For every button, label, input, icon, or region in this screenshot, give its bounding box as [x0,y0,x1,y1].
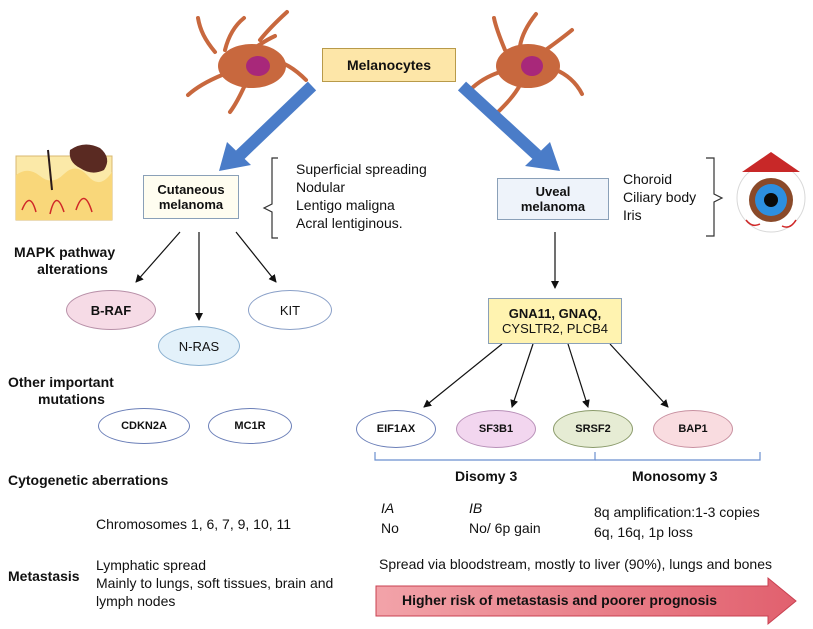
cdkn2a-gene-ellipse: CDKN2A [98,408,190,444]
arrow-to-eif1ax [423,343,503,408]
bap1-gene-ellipse: BAP1 [653,410,733,448]
cytogenetic-row-label: Cytogenetic aberrations [8,472,169,488]
eif1ax-gene-ellipse: EIF1AX [356,410,436,448]
uveal-label-line1: Uveal [535,184,571,199]
uveal-label-line2: melanoma [520,199,586,214]
cutaneous-cytogenetics: Chromosomes 1, 6, 7, 9, 10, 11 [96,516,292,532]
subtype-item: Superficial spreading [296,161,427,177]
uveal-metastasis: Spread via bloodstream, mostly to liver … [379,556,772,572]
mc1r-gene-ellipse: MC1R [208,408,292,444]
melanocyte-cell-icon-right [468,12,584,114]
uveal-sites-brace [706,157,724,237]
nras-gene-ellipse: N-RAS [158,326,240,366]
srsf2-gene-ellipse: SRSF2 [553,410,633,448]
uveal-sites-list: Choroid Ciliary body Iris [623,170,696,224]
mapk-row-label: MAPK pathway alterations [14,244,116,277]
metastasis-row-label: Metastasis [8,568,80,584]
cutaneous-subtypes-brace [262,157,278,239]
cutaneous-subtypes-list: Superficial spreading Nodular Lentigo ma… [296,160,427,232]
site-item: Choroid [623,171,673,187]
braf-gene-ellipse: B-RAF [66,290,156,330]
arrow-to-uveal [457,81,560,171]
gna-genes-box: GNA11, GNAQ, CYSLTR2, PLCB4 [488,298,622,344]
cutaneous-label-line2: melanoma [158,197,224,212]
site-item: Iris [623,207,642,223]
class-ia: IA No [381,500,399,536]
site-item: Ciliary body [623,189,697,205]
cutaneous-label-line1: Cutaneous [157,182,225,197]
melanocyte-cell-icon-left [186,10,308,114]
monosomy-3-label: Monosomy 3 [632,468,718,484]
subtype-item: Nodular [296,179,346,195]
subtype-item: Lentigo maligna [296,197,395,213]
monosomy-bracket [595,452,761,461]
arrow-to-kit [235,231,277,283]
arrow-to-cutaneous [219,81,317,171]
sf3b1-gene-ellipse: SF3B1 [456,410,536,448]
uveal-melanoma-box: Uveal melanoma [497,178,609,220]
disomy-3-label: Disomy 3 [455,468,518,484]
subtype-item: Acral lentiginous. [296,215,403,231]
arrow-to-sf3b1 [510,343,534,408]
class-ib: IB No/ 6p gain [469,500,541,536]
arrow-to-srsf2 [567,343,590,408]
cutaneous-melanoma-box: Cutaneous melanoma [143,175,239,219]
other-mutations-row-label: Other important mutations [8,374,114,407]
cutaneous-metastasis: Lymphatic spread Mainly to lungs, soft t… [96,557,334,609]
melanocytes-box: Melanocytes [322,48,456,82]
eye-icon [736,152,806,233]
risk-arrow-shape [375,576,797,626]
risk-arrow-label: Higher risk of metastasis and poorer pro… [402,592,718,608]
arrow-to-braf [135,231,181,283]
melanocytes-label: Melanocytes [346,57,432,73]
skin-cross-section-icon [15,144,113,221]
kit-gene-ellipse: KIT [248,290,332,330]
arrow-to-bap1 [609,343,669,408]
monosomy-details: 8q amplification:1-3 copies 6q, 16q, 1p … [594,504,760,540]
disomy-bracket [374,452,596,461]
